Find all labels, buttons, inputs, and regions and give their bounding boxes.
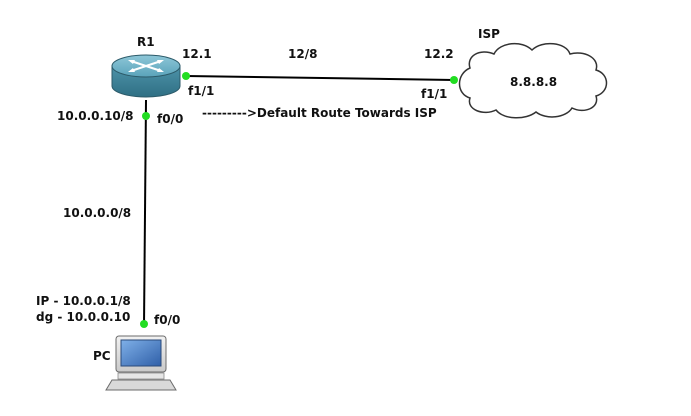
isp-name-label: ISP — [478, 27, 500, 41]
isp-f1-1-port-dot[interactable] — [450, 76, 458, 84]
r1-f0-0-port-dot[interactable] — [142, 112, 150, 120]
r1-wan-port-label: f1/1 — [188, 84, 215, 98]
default-route-annotation: --------->Default Route Towards ISP — [202, 106, 437, 120]
router-icon[interactable] — [111, 54, 181, 98]
cloud-icon[interactable] — [458, 42, 608, 119]
lan-link[interactable] — [143, 99, 147, 327]
lan-network-label: 10.0.0.0/8 — [63, 206, 132, 220]
pc-icon[interactable] — [105, 335, 177, 391]
pc-name-label: PC — [93, 349, 111, 363]
wan-network-label: 12/8 — [288, 47, 318, 61]
r1-lan-ip-label: 10.0.0.10/8 — [57, 109, 134, 123]
r1-f1-1-port-dot[interactable] — [182, 72, 190, 80]
r1-lan-port-label: f0/0 — [157, 112, 184, 126]
pc-port-label: f0/0 — [154, 313, 181, 327]
r1-wan-ip-label: 12.1 — [182, 47, 212, 61]
pc-dg-label: dg - 10.0.0.10 — [36, 310, 131, 324]
pc-f0-0-port-dot[interactable] — [140, 320, 148, 328]
pc-ip-label: IP - 10.0.0.1/8 — [36, 294, 131, 308]
router-name-label: R1 — [137, 35, 155, 49]
isp-wan-port-label: f1/1 — [421, 87, 448, 101]
wan-link[interactable] — [185, 75, 455, 81]
isp-wan-ip-label: 12.2 — [424, 47, 454, 61]
cloud-ip-label: 8.8.8.8 — [510, 75, 558, 89]
